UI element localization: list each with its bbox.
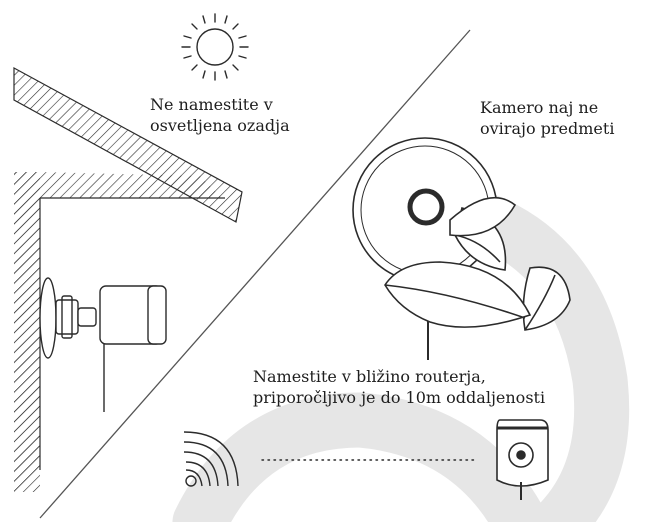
background-watermark bbox=[172, 187, 630, 522]
small-camera-icon bbox=[496, 419, 549, 500]
divider-line bbox=[39, 29, 471, 519]
router-distance-caption: Namestite v bližino routerja, priporočlj… bbox=[253, 367, 546, 407]
roof-eave bbox=[13, 66, 243, 223]
wifi-icon bbox=[183, 431, 239, 487]
backlight-warning-caption: Ne namestite v osvetljena ozadja bbox=[150, 95, 290, 135]
obstruction-warning-caption: Kamero naj ne ovirajo predmeti bbox=[480, 98, 615, 138]
wall bbox=[14, 172, 225, 495]
sun-icon bbox=[181, 13, 249, 81]
leaves-icon bbox=[384, 196, 571, 331]
outdoor-camera-icon bbox=[39, 277, 167, 412]
